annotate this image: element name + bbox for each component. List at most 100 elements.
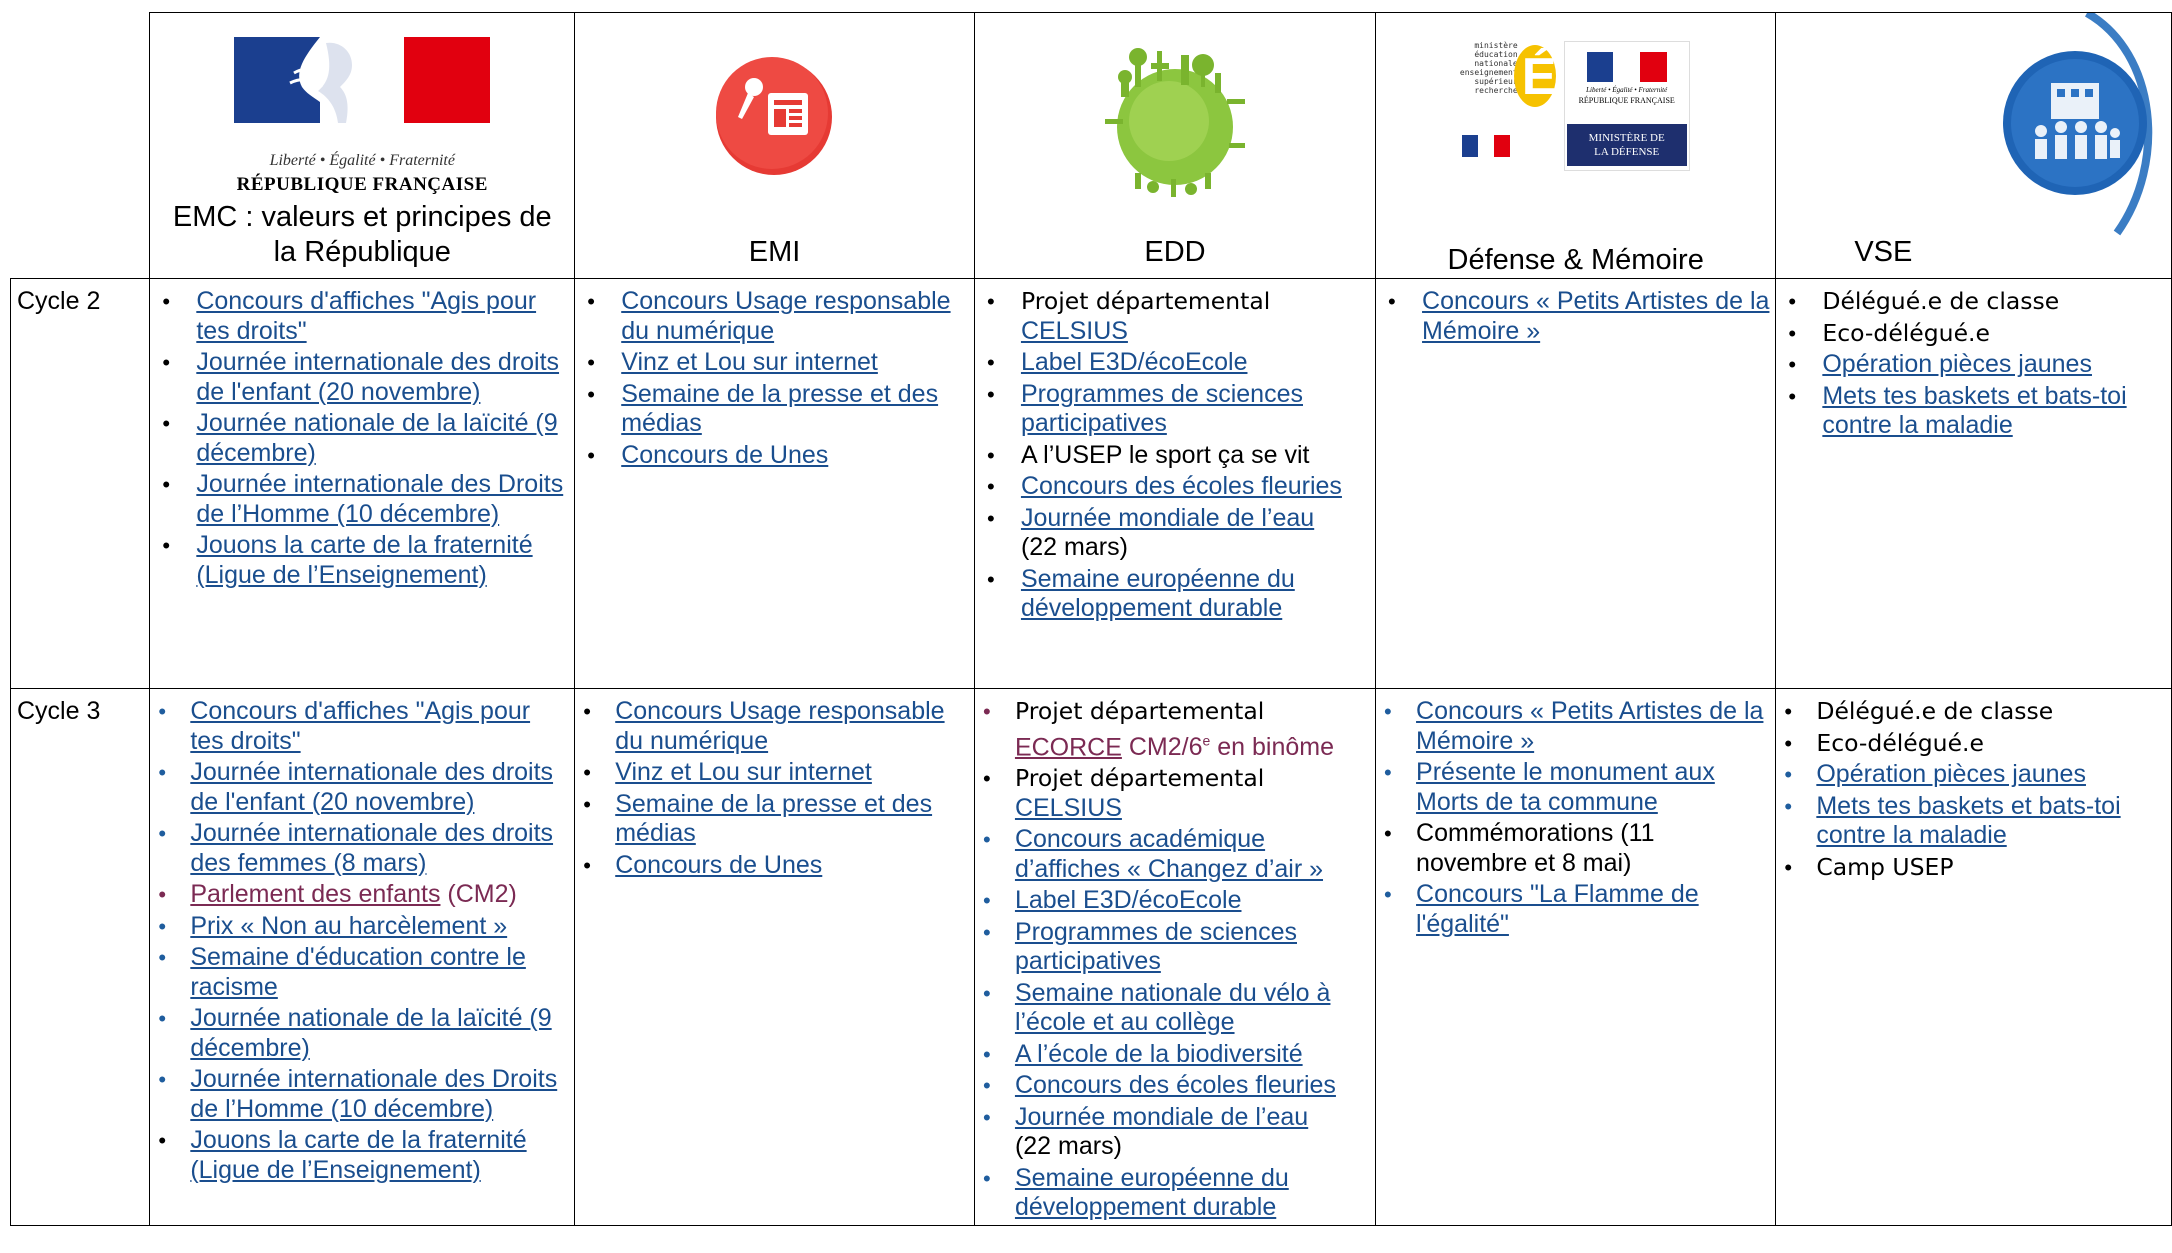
link-droits-femmes[interactable]: Journée internationale des droits des fe… [190, 819, 554, 877]
list-item: Journée internationale des droits des fe… [150, 819, 570, 878]
list-item: Concours des écoles fleuries [975, 472, 1371, 502]
usep-text: A l’USEP le sport ça se vit [1020, 440, 1310, 469]
list-item: Mets tes baskets et bats-toi contre la m… [1776, 382, 2167, 441]
link-carte-fraternite[interactable]: Jouons la carte de la fraternité (Ligue … [196, 531, 533, 589]
list-item: Jouons la carte de la fraternité (Ligue … [150, 1126, 570, 1185]
link-concours-affiches[interactable]: Concours d'affiches "Agis pour tes droit… [190, 697, 531, 755]
link-semaine-presse[interactable]: Semaine de la presse et des médias [621, 379, 939, 438]
projet2-label: Projet départemental [1014, 764, 1265, 793]
cell-cycle3-vse: Délégué.e de classe Eco-délégué.e Opérat… [1775, 688, 2172, 1226]
projet-label: Projet départemental [1020, 287, 1271, 315]
commemorations-text: Commémorations (11 novembre et 8 mai) [1416, 819, 1655, 877]
link-concours-unes[interactable]: Concours de Unes [615, 850, 823, 879]
link-droits-homme[interactable]: Journée internationale des Droits de l’H… [196, 470, 564, 528]
link-mets-tes-baskets[interactable]: Mets tes baskets et bats-toi contre la m… [1816, 791, 2121, 850]
list-item: Concours Usage responsable du numérique [575, 287, 970, 346]
list-item: Opération pièces jaunes [1776, 350, 2167, 380]
link-pieces-jaunes[interactable]: Opération pièces jaunes [1816, 760, 2086, 788]
link-carte-fraternite[interactable]: Jouons la carte de la fraternité (Ligue … [190, 1126, 527, 1184]
link-label-e3d[interactable]: Label E3D/écoEcole [1020, 348, 1248, 376]
row-label-cycle-3: Cycle 3 [9, 688, 151, 1226]
eco-delegue-text: Eco-délégué.e [1822, 318, 1990, 347]
list-item: Concours de Unes [575, 441, 970, 471]
link-concours-unes[interactable]: Concours de Unes [621, 440, 829, 469]
link-petits-artistes[interactable]: Concours « Petits Artistes de la Mémoire… [1416, 697, 1764, 755]
link-mets-tes-baskets[interactable]: Mets tes baskets et bats-toi contre la m… [1822, 381, 2127, 440]
link-ecoles-fleuries[interactable]: Concours des écoles fleuries [1014, 1071, 1336, 1100]
row-cycle-3: Cycle 3 Concours d'affiches "Agis pour t… [9, 688, 2172, 1226]
list-item: Journée internationale des droits de l'e… [150, 758, 570, 817]
republique-francaise-logo: Liberté • Égalité • Fraternité RÉPUBLIQU… [234, 37, 491, 197]
list-item: Semaine européenne du développement dura… [975, 565, 1371, 624]
link-semaine-dd[interactable]: Semaine européenne du développement dura… [1020, 564, 1295, 623]
list-item: Semaine d'éducation contre le racisme [150, 943, 570, 1002]
link-laicite[interactable]: Journée nationale de la laïcité (9 décem… [190, 1004, 552, 1062]
link-semaine-racisme[interactable]: Semaine d'éducation contre le racisme [190, 943, 526, 1001]
link-sciences-participatives[interactable]: Programmes de sciences participatives [1020, 379, 1303, 438]
list-item: Concours de Unes [575, 851, 970, 881]
link-non-harcelement[interactable]: Prix « Non au harcèlement » [190, 911, 508, 940]
cell-cycle2-emc: Concours d'affiches "Agis pour tes droit… [149, 278, 576, 689]
list-item: Présente le monument aux Morts de ta com… [1376, 758, 1771, 817]
link-ecorce[interactable]: ECORCE [1014, 732, 1122, 761]
cell-cycle3-emc: Concours d'affiches "Agis pour tes droit… [149, 688, 576, 1226]
list-item: Journée mondiale de l’eau(22 mars) [975, 1103, 1371, 1162]
link-semaine-velo[interactable]: Semaine nationale du vélo à l’école et a… [1014, 978, 1331, 1037]
header-defense: ministère éducation nationale enseigneme… [1375, 12, 1777, 279]
link-concours-affiches-academique[interactable]: Concours académique d’affiches « Changez… [1014, 825, 1324, 883]
projet-label: Projet départemental [1014, 697, 1265, 725]
list-item: A l’école de la biodiversité [975, 1040, 1371, 1070]
list-item: Vinz et Lou sur internet [575, 348, 970, 378]
link-monument-morts[interactable]: Présente le monument aux Morts de ta com… [1416, 758, 1715, 816]
link-ecoles-fleuries[interactable]: Concours des écoles fleuries [1020, 472, 1342, 500]
list-item: Opération pièces jaunes [1776, 760, 2167, 790]
link-usage-numerique[interactable]: Concours Usage responsable du numérique [621, 287, 951, 345]
link-pieces-jaunes[interactable]: Opération pièces jaunes [1822, 350, 2092, 378]
link-semaine-presse[interactable]: Semaine de la presse et des médias [615, 789, 933, 848]
link-sciences-participatives[interactable]: Programmes de sciences participatives [1014, 917, 1297, 976]
cell-cycle2-vse: Délégué.e de classe Eco-délégué.e Opérat… [1775, 278, 2172, 689]
link-concours-affiches[interactable]: Concours d'affiches "Agis pour tes droit… [196, 287, 537, 345]
link-flamme-egalite[interactable]: Concours "La Flamme de l'égalité" [1416, 880, 1699, 938]
media-press-icon [710, 51, 840, 181]
link-semaine-dd[interactable]: Semaine européenne du développement dura… [1014, 1163, 1289, 1222]
ministere-logos: ministère éducation nationale enseigneme… [1456, 41, 1696, 181]
column-title-vse: VSE [1854, 236, 1913, 268]
link-droits-homme[interactable]: Journée internationale des Droits de l’H… [190, 1065, 558, 1123]
link-parlement-enfants[interactable]: Parlement des enfants [190, 880, 441, 908]
column-title-defense: Défense & Mémoire [1447, 244, 1704, 276]
link-vinz-et-lou[interactable]: Vinz et Lou sur internet [615, 758, 872, 786]
header-edd: EDD [973, 12, 1377, 279]
link-petits-artistes[interactable]: Concours « Petits Artistes de la Mémoire… [1422, 287, 1770, 345]
link-laicite[interactable]: Journée nationale de la laïcité (9 décem… [196, 409, 558, 467]
list-item: Journée mondiale de l’eau(22 mars) [975, 504, 1371, 563]
list-item: Délégué.e de classe [1776, 287, 2167, 317]
header-emi: EMI [574, 12, 975, 279]
cell-cycle3-emi: Concours Usage responsable du numérique … [574, 688, 975, 1226]
list-item: Journée internationale des Droits de l’H… [150, 470, 570, 529]
list-item: Commémorations (11 novembre et 8 mai) [1376, 819, 1771, 878]
delegue-text: Délégué.e de classe [1816, 697, 2054, 725]
ecorce-suffix: CM2/6e en binôme [1128, 732, 1334, 761]
list-item: Concours « Petits Artistes de la Mémoire… [1376, 697, 1771, 756]
link-droits-enfant[interactable]: Journée internationale des droits de l'e… [190, 758, 554, 816]
link-usage-numerique[interactable]: Concours Usage responsable du numérique [615, 697, 945, 755]
link-label-e3d[interactable]: Label E3D/écoEcole [1014, 886, 1242, 915]
link-celsius[interactable]: CELSIUS [1014, 793, 1122, 822]
link-droits-enfant[interactable]: Journée internationale des droits de l'e… [196, 348, 560, 406]
list-item: Concours des écoles fleuries [975, 1071, 1371, 1101]
list-item: Camp USEP [1776, 853, 2167, 883]
link-celsius[interactable]: CELSIUS [1020, 316, 1128, 345]
list-item: Semaine de la presse et des médias [575, 380, 970, 439]
link-journee-eau[interactable]: Journée mondiale de l’eau [1014, 1102, 1309, 1131]
camp-usep-text: Camp USEP [1816, 852, 1954, 881]
list-item: Eco-délégué.e [1776, 729, 2167, 759]
list-item: Concours Usage responsable du numérique [575, 697, 970, 756]
link-vinz-et-lou[interactable]: Vinz et Lou sur internet [621, 348, 878, 376]
list-item: Prix « Non au harcèlement » [150, 912, 570, 942]
link-biodiversite[interactable]: A l’école de la biodiversité [1014, 1039, 1303, 1068]
link-journee-eau[interactable]: Journée mondiale de l’eau [1020, 503, 1315, 532]
school-community-icon [1967, 13, 2167, 243]
list-item: Journée internationale des droits de l'e… [150, 348, 570, 407]
